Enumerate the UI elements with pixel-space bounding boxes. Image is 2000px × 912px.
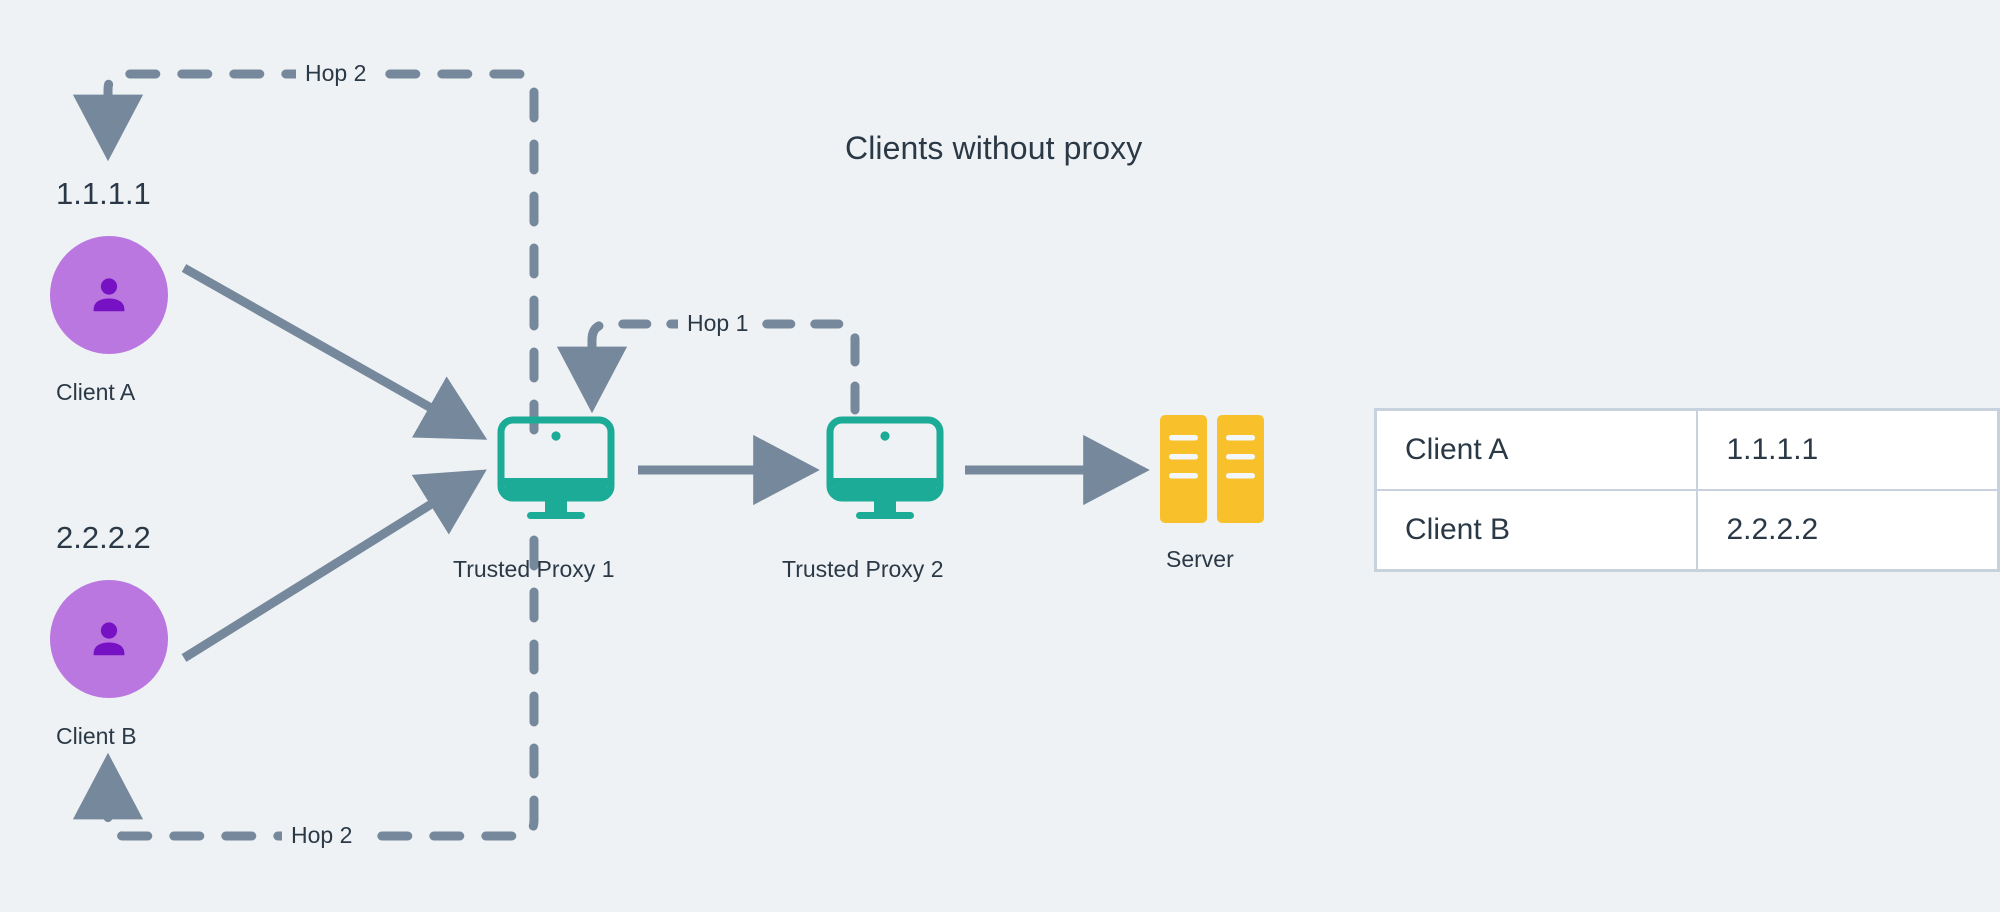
client-a-ip-label: 1.1.1.1 <box>56 176 151 211</box>
connector-hop-bottom <box>72 535 539 841</box>
table-row: Client A 1.1.1.1 <box>1376 410 1998 490</box>
client-b-ip-label: 2.2.2.2 <box>56 520 151 555</box>
client-b-avatar[interactable] <box>50 580 168 698</box>
server-label: Server <box>1166 546 1234 572</box>
person-avatar-icon <box>83 613 135 665</box>
client-b-label: Client B <box>56 723 137 749</box>
table-cell-client-ip: 1.1.1.1 <box>1697 410 1998 490</box>
connector-client-a-to-proxy-1 <box>181 264 488 440</box>
server-node[interactable] <box>1160 415 1264 523</box>
trusted-proxy-2-node[interactable] <box>825 416 945 524</box>
connector-client-b-to-proxy-1 <box>181 469 487 662</box>
connector-hop-top <box>72 69 539 435</box>
connector-hop-middle <box>556 319 860 415</box>
hop-label-middle: Hop 1 <box>678 312 758 335</box>
monitor-icon <box>825 416 945 524</box>
client-a-avatar[interactable] <box>50 236 168 354</box>
person-avatar-icon <box>83 269 135 321</box>
trusted-proxy-2-label: Trusted Proxy 2 <box>782 556 944 582</box>
ip-lookup-table: Client A 1.1.1.1 Client B 2.2.2.2 <box>1374 408 2000 572</box>
monitor-icon <box>496 416 616 524</box>
hop-label-bottom: Hop 2 <box>282 824 362 847</box>
trusted-proxy-1-node[interactable] <box>496 416 616 524</box>
hop-label-top: Hop 2 <box>296 62 376 85</box>
table-cell-client-name: Client A <box>1376 410 1698 490</box>
table-row: Client B 2.2.2.2 <box>1376 490 1998 570</box>
page-title: Clients without proxy <box>845 130 1143 166</box>
table-cell-client-name: Client B <box>1376 490 1698 570</box>
client-a-label: Client A <box>56 379 136 405</box>
trusted-proxy-1-label: Trusted Proxy 1 <box>453 556 615 582</box>
table-cell-client-ip: 2.2.2.2 <box>1697 490 1998 570</box>
server-rack-icon <box>1160 415 1264 523</box>
